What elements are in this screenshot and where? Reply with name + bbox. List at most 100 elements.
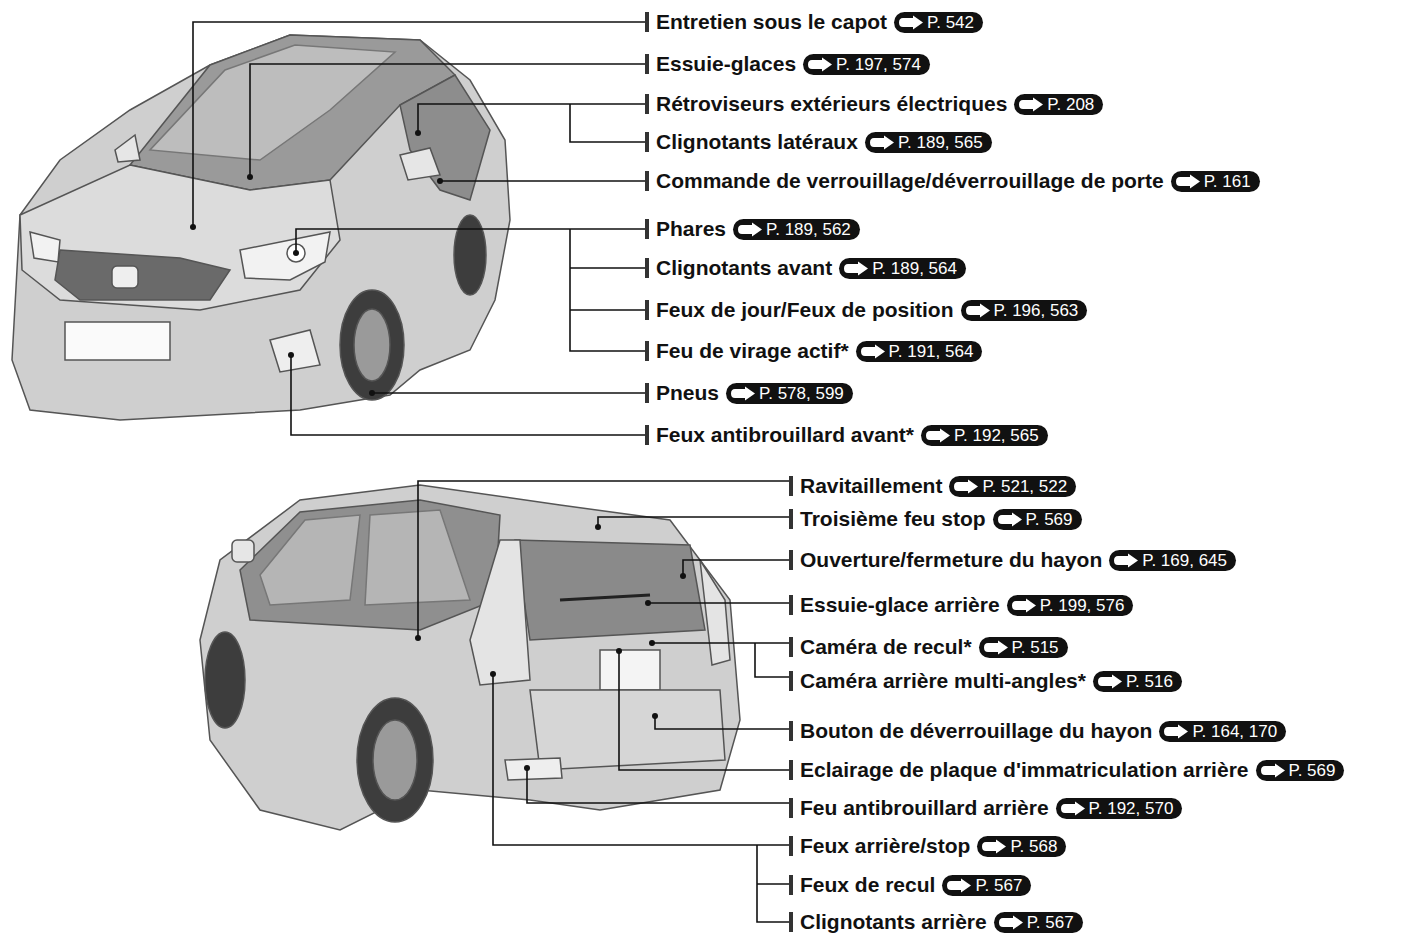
part-name: Feux antibrouillard avant* <box>656 423 914 447</box>
page-arrow-icon <box>869 135 895 150</box>
page-reference: P. 567 <box>942 875 1031 896</box>
page-reference: P. 192, 570 <box>1056 798 1183 819</box>
page-reference: P. 189, 562 <box>733 219 860 240</box>
page-arrow-icon <box>737 222 763 237</box>
page-arrow-icon <box>997 512 1023 527</box>
page-reference: P. 169, 645 <box>1109 550 1236 571</box>
callout-row: Clignotants latéraux P. 189, 565 <box>656 130 992 154</box>
page-arrow-icon <box>965 303 991 318</box>
front-car <box>12 35 510 420</box>
part-name: Clignotants arrière <box>800 910 987 934</box>
page-arrow-icon <box>1260 763 1286 778</box>
page-reference: P. 521, 522 <box>949 476 1076 497</box>
page-arrow-icon <box>953 479 979 494</box>
page-number: P. 521, 522 <box>982 476 1067 497</box>
page-number: P. 169, 645 <box>1142 550 1227 571</box>
page-number: P. 161 <box>1204 171 1251 192</box>
page-reference: P. 196, 563 <box>961 300 1088 321</box>
page-arrow-icon <box>925 428 951 443</box>
page-arrow-icon <box>1163 724 1189 739</box>
page-number: P. 569 <box>1026 509 1073 530</box>
part-name: Eclairage de plaque d'immatriculation ar… <box>800 758 1249 782</box>
page-reference: P. 569 <box>993 509 1082 530</box>
page-reference: P. 515 <box>979 637 1068 658</box>
part-name: Caméra arrière multi-angles* <box>800 669 1086 693</box>
part-name: Rétroviseurs extérieurs électriques <box>656 92 1007 116</box>
callout-row: Entretien sous le capot P. 542 <box>656 10 983 34</box>
page-reference: P. 568 <box>977 836 1066 857</box>
page-reference: P. 567 <box>994 912 1083 933</box>
part-name: Feux de jour/Feux de position <box>656 298 954 322</box>
part-name: Essuie-glaces <box>656 52 796 76</box>
page-arrow-icon <box>998 915 1024 930</box>
part-name: Feu antibrouillard arrière <box>800 796 1049 820</box>
page-number: P. 208 <box>1047 94 1094 115</box>
page-number: P. 567 <box>975 875 1022 896</box>
page-reference: P. 197, 574 <box>803 54 930 75</box>
page-arrow-icon <box>807 57 833 72</box>
page-number: P. 516 <box>1126 671 1173 692</box>
page-number: P. 192, 570 <box>1089 798 1174 819</box>
page-number: P. 567 <box>1027 912 1074 933</box>
page-number: P. 189, 565 <box>898 132 983 153</box>
page-reference: P. 199, 576 <box>1007 595 1134 616</box>
callout-row: RavitaillementP. 521, 522 <box>800 474 1076 498</box>
page-number: P. 192, 565 <box>954 425 1039 446</box>
page-number: P. 569 <box>1289 760 1336 781</box>
page-number: P. 515 <box>1012 637 1059 658</box>
callout-row: Feu antibrouillard arrière P. 192, 570 <box>800 796 1182 820</box>
callout-row: Feux antibrouillard avant* P. 192, 565 <box>656 423 1048 447</box>
page-number: P. 542 <box>927 12 974 33</box>
page-reference: P. 161 <box>1171 171 1260 192</box>
page-reference: P. 578, 599 <box>726 383 853 404</box>
part-name: Pneus <box>656 381 719 405</box>
callout-row: Ouverture/fermeture du hayon P. 169, 645 <box>800 548 1236 572</box>
page-arrow-icon <box>981 839 1007 854</box>
page-number: P. 578, 599 <box>759 383 844 404</box>
part-name: Commande de verrouillage/déverrouillage … <box>656 169 1164 193</box>
page-reference: P. 542 <box>894 12 983 33</box>
callout-row: Feux de recul P. 567 <box>800 873 1031 897</box>
callout-row: Eclairage de plaque d'immatriculation ar… <box>800 758 1344 782</box>
callout-row: PharesP. 189, 562 <box>656 217 860 241</box>
leader-dots <box>190 130 686 771</box>
callout-row: Troisième feu stop P. 569 <box>800 507 1082 531</box>
page-reference: P. 569 <box>1256 760 1345 781</box>
part-name: Feux de recul <box>800 873 935 897</box>
page-arrow-icon <box>1060 801 1086 816</box>
part-name: Troisième feu stop <box>800 507 986 531</box>
callout-row: Clignotants avantP. 189, 564 <box>656 256 966 280</box>
part-name: Clignotants latéraux <box>656 130 858 154</box>
page-number: P. 164, 170 <box>1192 721 1277 742</box>
page-arrow-icon <box>1097 674 1123 689</box>
part-name: Feux arrière/stop <box>800 834 970 858</box>
callout-row: Caméra de recul* P. 515 <box>800 635 1068 659</box>
callout-row: Essuie-glaces P. 197, 574 <box>656 52 930 76</box>
page-reference: P. 164, 170 <box>1159 721 1286 742</box>
part-name: Bouton de déverrouillage du hayon <box>800 719 1152 743</box>
page-arrow-icon <box>730 386 756 401</box>
page-arrow-icon <box>1011 598 1037 613</box>
callout-row: Feu de virage actif*P. 191, 564 <box>656 339 982 363</box>
page-arrow-icon <box>946 878 972 893</box>
page-number: P. 199, 576 <box>1040 595 1125 616</box>
page-arrow-icon <box>898 15 924 30</box>
page-arrow-icon <box>1018 97 1044 112</box>
part-name: Caméra de recul* <box>800 635 972 659</box>
part-name: Entretien sous le capot <box>656 10 887 34</box>
part-name: Essuie-glace arrière <box>800 593 1000 617</box>
callout-row: Feux de jour/Feux de position P. 196, 563 <box>656 298 1087 322</box>
callout-row: Pneus P. 578, 599 <box>656 381 853 405</box>
page-arrow-icon <box>860 344 886 359</box>
page-number: P. 568 <box>1010 836 1057 857</box>
page-arrow-icon <box>983 640 1009 655</box>
part-name: Feu de virage actif* <box>656 339 849 363</box>
callout-row: Clignotants arrière P. 567 <box>800 910 1083 934</box>
page-arrow-icon <box>843 261 869 276</box>
part-name: Ouverture/fermeture du hayon <box>800 548 1102 572</box>
rear-car <box>200 485 740 830</box>
callout-row: Commande de verrouillage/déverrouillage … <box>656 169 1260 193</box>
page-reference: P. 189, 565 <box>865 132 992 153</box>
leader-lines <box>193 22 789 922</box>
page-arrow-icon <box>1113 553 1139 568</box>
